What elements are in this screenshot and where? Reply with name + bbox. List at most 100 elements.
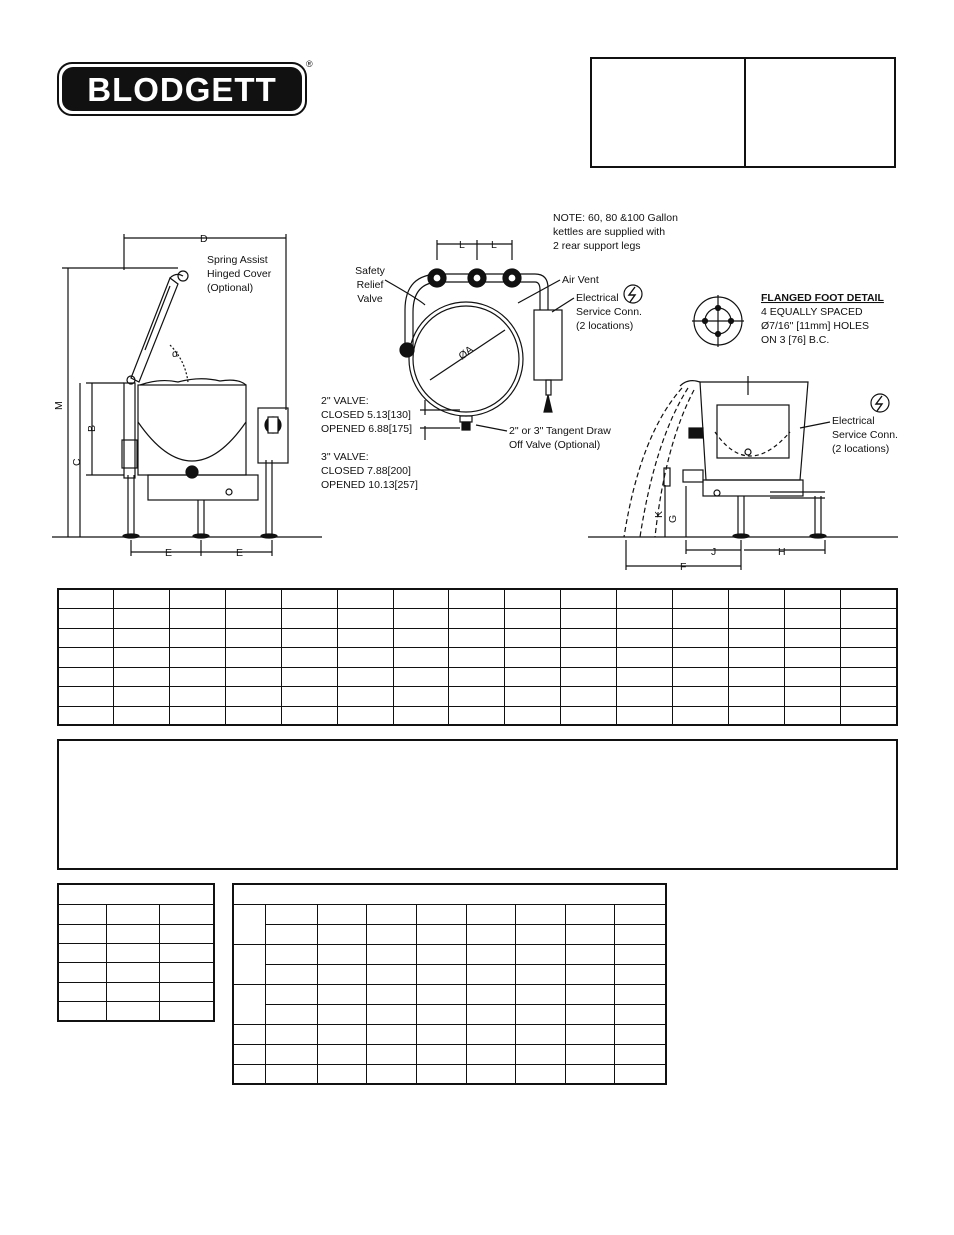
dimensions-cell bbox=[448, 607, 506, 629]
dimensions-cell bbox=[616, 685, 674, 707]
electrical-cell bbox=[465, 1063, 517, 1085]
svg-text:FLANGED FOOT DETAIL: FLANGED FOOT DETAIL bbox=[761, 292, 884, 304]
electrical-cell bbox=[515, 943, 566, 965]
small-spec-cell bbox=[57, 961, 107, 983]
svg-text:K: K bbox=[653, 511, 665, 518]
dimensions-cell bbox=[784, 627, 841, 648]
dimensions-cell bbox=[839, 705, 898, 726]
dimensions-cell bbox=[224, 666, 282, 687]
svg-text:F: F bbox=[680, 561, 686, 573]
svg-text:G: G bbox=[667, 515, 679, 523]
electrical-header bbox=[232, 883, 667, 905]
dimensions-cell bbox=[784, 607, 841, 629]
electrical-cell bbox=[614, 1063, 667, 1085]
electrical-cell bbox=[366, 1063, 417, 1085]
electrical-cell bbox=[316, 963, 368, 985]
dimensions-cell bbox=[728, 685, 785, 707]
electrical-cell bbox=[564, 1043, 616, 1065]
electrical-cell bbox=[265, 1063, 318, 1085]
small-spec-cell bbox=[57, 1000, 107, 1022]
dimensions-cell bbox=[504, 666, 562, 687]
electrical-cell bbox=[265, 1003, 318, 1025]
electrical-cell bbox=[366, 1023, 417, 1045]
dimensions-cell bbox=[224, 646, 282, 668]
dimensions-cell bbox=[448, 646, 506, 668]
electrical-cell bbox=[465, 923, 517, 945]
dimensions-cell bbox=[336, 588, 394, 609]
electrical-cell bbox=[316, 1023, 368, 1045]
dimensions-cell bbox=[616, 705, 674, 726]
electrical-cell bbox=[316, 943, 368, 965]
small-spec-cell bbox=[57, 942, 107, 963]
dimensions-cell bbox=[560, 646, 618, 668]
electrical-cell bbox=[415, 1063, 467, 1085]
electrical-table bbox=[232, 883, 667, 1085]
dimensions-cell bbox=[616, 627, 674, 648]
dimensions-cell bbox=[336, 666, 394, 687]
electrical-cell bbox=[465, 1023, 517, 1045]
registered-mark: ® bbox=[306, 59, 313, 69]
electrical-cell bbox=[232, 983, 267, 1025]
electrical-cell bbox=[515, 1043, 566, 1065]
dimensions-cell bbox=[448, 588, 506, 609]
svg-text:C: C bbox=[71, 458, 83, 466]
svg-text:M: M bbox=[53, 401, 65, 410]
electrical-cell bbox=[265, 1023, 318, 1045]
small-spec-row bbox=[57, 883, 215, 905]
electrical-cell bbox=[265, 983, 318, 1005]
dimensions-cell bbox=[504, 646, 562, 668]
dimensions-cell bbox=[280, 705, 338, 726]
electrical-cell bbox=[614, 963, 667, 985]
notes-box bbox=[57, 739, 898, 870]
electrical-cell bbox=[316, 1043, 368, 1065]
electrical-cell bbox=[415, 1043, 467, 1065]
small-spec-table bbox=[57, 883, 215, 1022]
electrical-row bbox=[232, 983, 667, 1025]
svg-text:L: L bbox=[491, 239, 497, 251]
dimensions-cell bbox=[392, 607, 450, 629]
small-spec-cell bbox=[57, 903, 107, 925]
dimensions-cell bbox=[280, 588, 338, 609]
small-spec-row bbox=[57, 1000, 215, 1022]
electrical-cell bbox=[316, 903, 368, 925]
dimensions-cell bbox=[504, 627, 562, 648]
electrical-row bbox=[232, 1023, 667, 1045]
electrical-cell bbox=[415, 1003, 467, 1025]
dimensions-cell bbox=[392, 705, 450, 726]
electrical-cell bbox=[465, 1043, 517, 1065]
svg-text:J: J bbox=[711, 546, 716, 558]
dimensions-cell bbox=[672, 705, 730, 726]
svg-text:3" VALVE:CLOSED 7.88[200]OPENE: 3" VALVE:CLOSED 7.88[200]OPENED 10.13[25… bbox=[321, 451, 418, 491]
electrical-cell bbox=[515, 923, 566, 945]
svg-text:E: E bbox=[236, 547, 243, 559]
small-spec-cell bbox=[159, 942, 215, 963]
dimensions-cell bbox=[57, 646, 114, 668]
electrical-cell bbox=[564, 923, 616, 945]
svg-text:Air Vent: Air Vent bbox=[562, 274, 599, 286]
dimensions-cell bbox=[280, 627, 338, 648]
small-spec-cell bbox=[105, 903, 161, 925]
dimensions-cell bbox=[57, 607, 114, 629]
dimensions-cell bbox=[392, 666, 450, 687]
dimensions-cell bbox=[839, 646, 898, 668]
small-spec-cell bbox=[105, 942, 161, 963]
dimensions-cell bbox=[839, 666, 898, 687]
dimensions-cell bbox=[728, 588, 785, 609]
dimensions-cell bbox=[504, 705, 562, 726]
electrical-cell bbox=[415, 983, 467, 1005]
dimensions-row bbox=[57, 685, 898, 707]
dimensions-cell bbox=[168, 646, 226, 668]
electrical-cell bbox=[614, 923, 667, 945]
dimensions-cell bbox=[616, 646, 674, 668]
electrical-cell bbox=[415, 903, 467, 925]
dimensions-row bbox=[57, 705, 898, 726]
dimensions-cell bbox=[560, 666, 618, 687]
dimensions-cell bbox=[112, 607, 170, 629]
electrical-cell bbox=[415, 963, 467, 985]
